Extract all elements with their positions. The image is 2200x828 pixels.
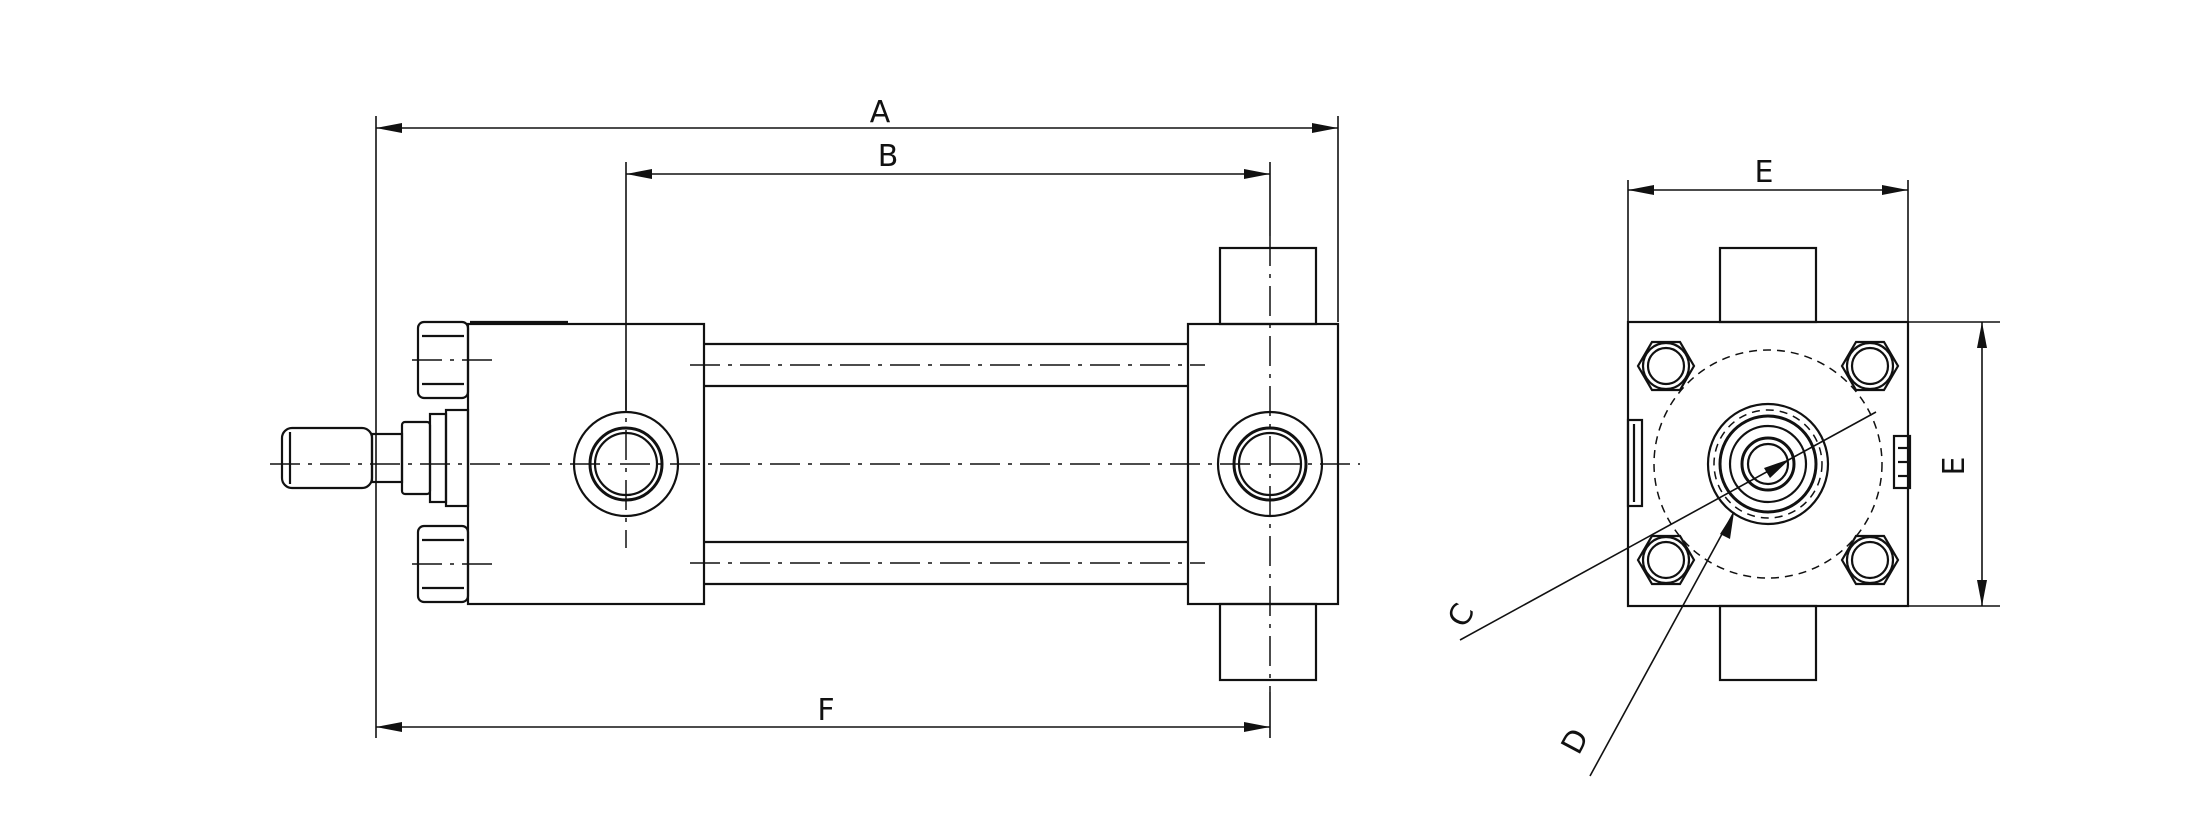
side-view: A B F	[270, 95, 1360, 738]
trunnion-bottom	[1718, 604, 1818, 682]
rod-end-front	[1706, 402, 1830, 526]
port-right	[1892, 434, 1912, 490]
dimension-e-horizontal	[1627, 180, 1909, 322]
barrel	[704, 342, 1188, 586]
centerlines	[270, 236, 1360, 692]
leader-d	[1589, 511, 1735, 777]
trunnion-top	[1718, 246, 1818, 324]
label-d: D	[1555, 723, 1597, 760]
label-f: F	[817, 693, 834, 728]
front-head	[466, 320, 706, 606]
end-view: E E C D	[1441, 155, 2000, 777]
port-left	[1626, 418, 1644, 508]
label-e-side: E	[1937, 457, 1972, 476]
label-b: B	[878, 139, 899, 174]
label-a: A	[870, 95, 891, 130]
corner-nuts	[1636, 340, 1900, 586]
dimensions-side	[375, 116, 1339, 738]
dimension-e-vertical	[1908, 321, 2000, 607]
leader-c	[1459, 411, 1877, 641]
label-c: C	[1441, 598, 1482, 633]
hidden-flange-circle	[1653, 349, 1883, 579]
end-plate	[1626, 320, 1910, 608]
rod-end-stud	[280, 408, 470, 508]
label-e-top: E	[1755, 155, 1774, 190]
